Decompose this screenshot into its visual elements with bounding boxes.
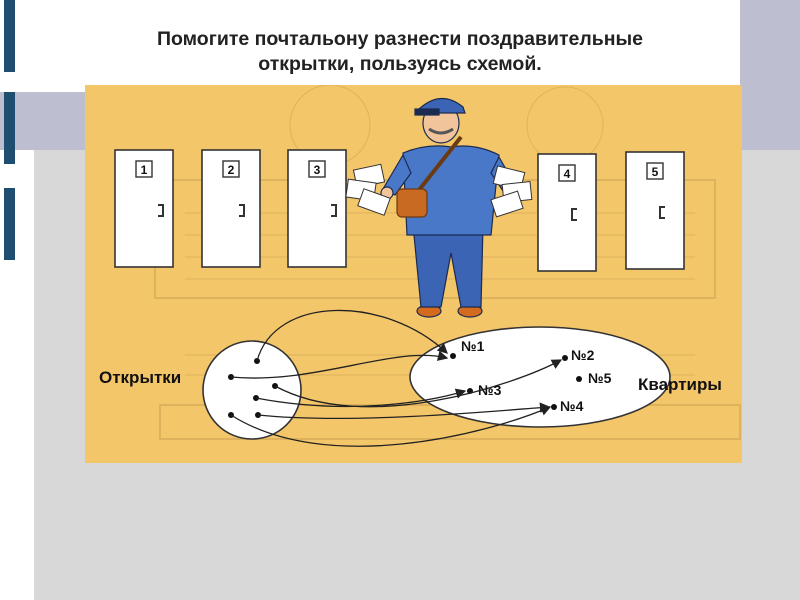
postcards-label: Открытки (99, 368, 181, 387)
slide-title-band (0, 0, 740, 92)
apartment-label: №2 (571, 347, 595, 363)
door: 5 (625, 151, 685, 270)
door: 3 (287, 149, 347, 268)
apartments-label: Квартиры (638, 375, 722, 394)
door-number: 3 (314, 163, 321, 177)
letters-right (490, 165, 533, 218)
apartment-label: №5 (588, 370, 612, 386)
postcards-set (202, 340, 302, 440)
door-number: 2 (228, 163, 235, 177)
door-number: 5 (652, 165, 659, 179)
door: 1 (114, 149, 174, 268)
door-number: 4 (564, 167, 571, 181)
illustration-svg: 1 2 3 4 5 (99, 85, 741, 447)
door-number: 1 (141, 163, 148, 177)
slide-accent-bar (4, 0, 15, 72)
slide-title: Помогите почтальону разнести поздравител… (156, 28, 644, 75)
apartment-label: №4 (560, 398, 584, 414)
apartment-label: №3 (478, 382, 502, 398)
slide-accent-bar (4, 188, 15, 260)
apartment-label: №1 (461, 338, 485, 354)
postman-illustration: 1 2 3 4 5 (85, 85, 742, 463)
letters-left (345, 163, 391, 216)
slide-accent-bar (4, 92, 15, 164)
apartments-set (409, 326, 671, 428)
door: 4 (537, 153, 597, 272)
set-diagram: №1 №2 №3 №4 №5 Открытки Квартиры (99, 309, 722, 447)
door: 2 (201, 149, 261, 268)
